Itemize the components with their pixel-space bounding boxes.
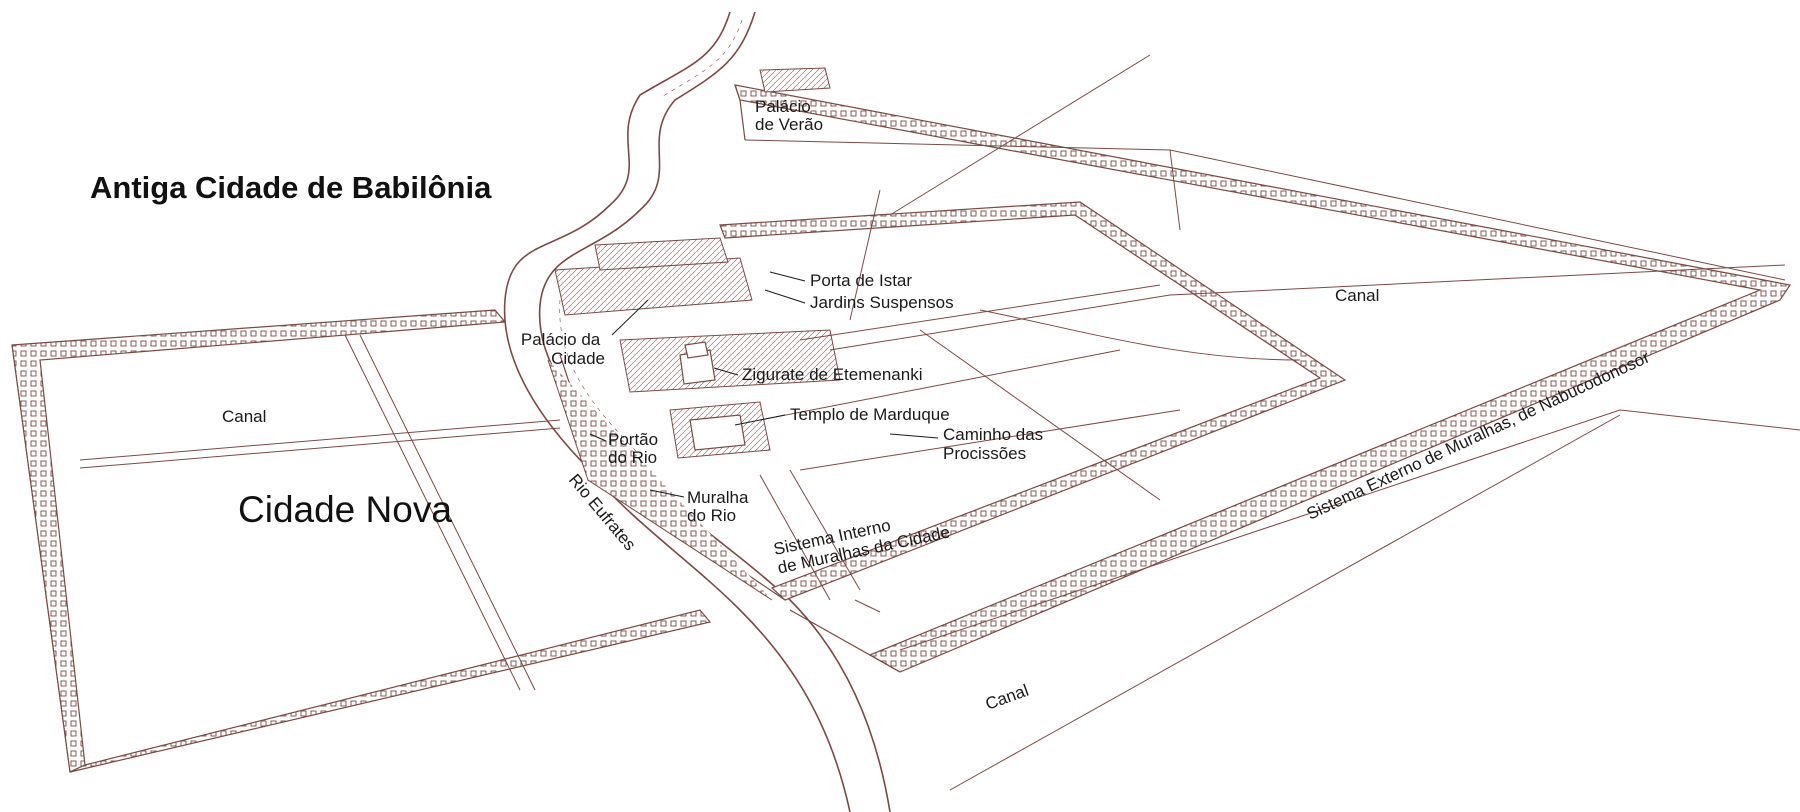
streets-and-canals <box>79 54 1800 791</box>
label-portao-rio: Portão do Rio <box>608 430 663 467</box>
label-muralha-rio: Muralha do Rio <box>687 488 753 525</box>
label-zigurate: Zigurate de Etemenanki <box>742 365 923 384</box>
label-canal-south: Canal <box>983 681 1031 714</box>
label-jardins: Jardins Suspensos <box>810 293 954 312</box>
map-title: Antiga Cidade de Babilônia <box>90 170 492 205</box>
label-porta-istar: Porta de Istar <box>810 271 912 290</box>
river-euphrates <box>503 11 891 812</box>
new-city-wall <box>11 309 712 773</box>
label-caminho: Caminho das Procissões <box>943 425 1048 463</box>
label-canal-ne: Canal <box>1335 286 1379 305</box>
label-canal-west: Canal <box>222 407 266 426</box>
inner-wall-system <box>547 201 1347 601</box>
label-sistema-externo: Sistema Externo de Muralhas, de Nabucodo… <box>1304 347 1653 523</box>
label-templo: Templo de Marduque <box>790 405 950 424</box>
label-palacio-cidade: Palácio da Cidade <box>521 330 605 368</box>
label-palacio-verao: Palácio de Verão <box>755 97 823 134</box>
label-cidade-nova: Cidade Nova <box>238 489 452 530</box>
palace-complex <box>554 237 841 459</box>
leader-lines <box>589 271 939 498</box>
summer-palace <box>759 67 831 93</box>
outer-wall-system <box>734 84 1792 673</box>
